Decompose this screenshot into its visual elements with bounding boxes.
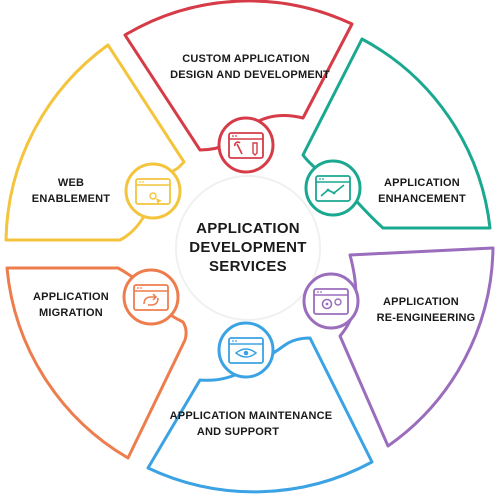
migration-label-line2: MIGRATION bbox=[39, 307, 103, 319]
segment-reengineering-outline bbox=[338, 246, 495, 448]
enhancement-label-line2: ENHANCEMENT bbox=[378, 193, 466, 205]
migration-label-line1: APPLICATION bbox=[33, 291, 109, 303]
design-tools-icon bbox=[217, 116, 275, 174]
center-title-line1: APPLICATION bbox=[196, 220, 300, 237]
trend-chart-icon bbox=[304, 159, 362, 217]
segment-web-outline bbox=[4, 43, 186, 242]
gears-icon bbox=[302, 272, 360, 330]
segment-labels: CUSTOM APPLICATION DESIGN AND DEVELOPMEN… bbox=[32, 53, 476, 438]
migration-arrows-icon bbox=[122, 268, 180, 326]
enhancement-label-line1: APPLICATION bbox=[384, 177, 460, 189]
reengineering-label-line2: RE-ENGINEERING bbox=[377, 312, 476, 324]
reengineering-label-line1: APPLICATION bbox=[383, 296, 459, 308]
maintenance-label-line2: AND SUPPORT bbox=[197, 426, 279, 438]
center-title: APPLICATION DEVELOPMENT SERVICES bbox=[189, 220, 306, 275]
custom-label-line2: DESIGN AND DEVELOPMENT bbox=[170, 69, 330, 81]
web-label-line2: ENABLEMENT bbox=[32, 193, 110, 205]
center-title-line2: DEVELOPMENT bbox=[189, 239, 306, 256]
eye-monitor-icon bbox=[217, 321, 275, 379]
center-circle bbox=[175, 175, 321, 321]
web-cursor-icon bbox=[124, 162, 182, 220]
custom-label-line1: CUSTOM APPLICATION bbox=[182, 53, 309, 65]
icon-circles bbox=[122, 116, 362, 379]
web-label-line1: WEB bbox=[58, 177, 84, 189]
maintenance-label-line1: APPLICATION MAINTENANCE bbox=[170, 410, 333, 422]
center-title-line3: SERVICES bbox=[209, 258, 287, 275]
